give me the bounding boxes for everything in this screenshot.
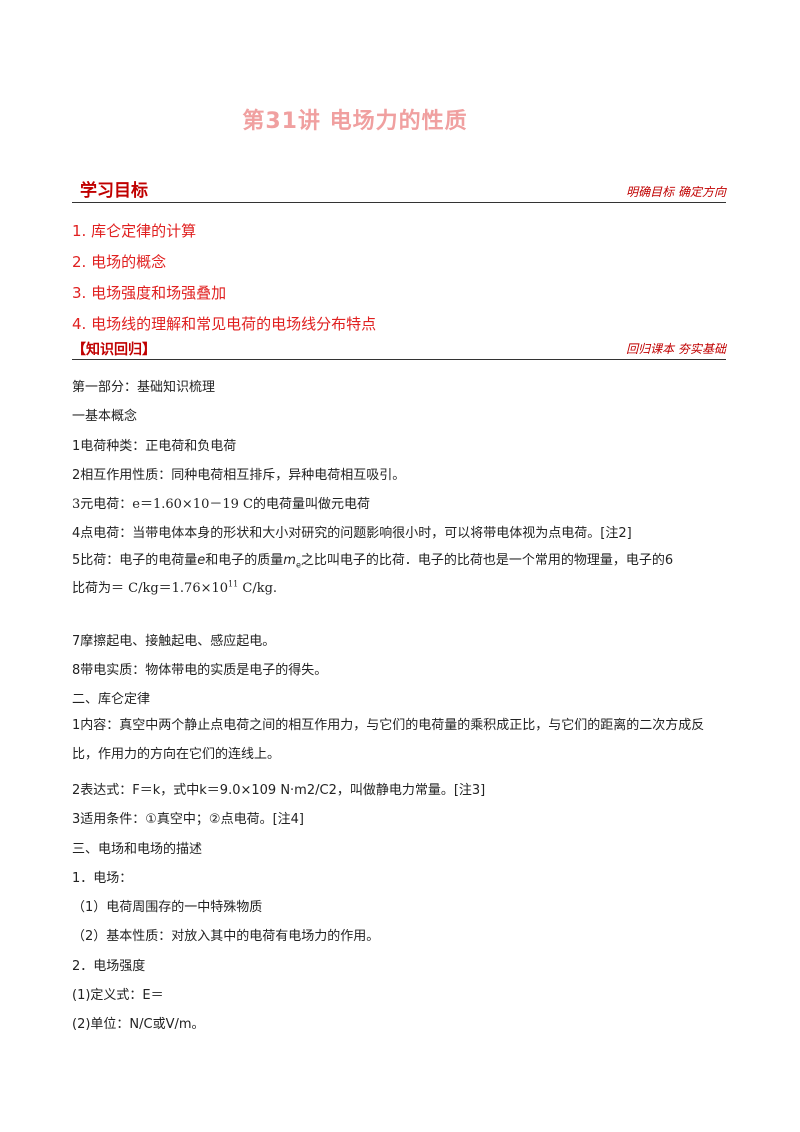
concept-line-7: 7摩擦起电、接触起电、感应起电。 <box>72 634 276 649</box>
goal-item-3: 3. 电场强度和场强叠加 <box>72 284 227 302</box>
coulomb-heading: 二、库仑定律 <box>72 692 151 707</box>
goals-heading: 学习目标 <box>80 181 148 201</box>
line5-part-d: 比荷为＝ C/kg＝1.76×10 <box>72 581 229 596</box>
goal-item-2: 2. 电场的概念 <box>72 253 167 271</box>
concept-line-4: 4点电荷：当带电体本身的形状和大小对研究的问题影响很小时，可以将带电体视为点电荷… <box>72 526 632 541</box>
line5-part-e: C/kg. <box>238 581 278 596</box>
basic-concepts-heading: 一基本概念 <box>72 409 138 424</box>
field-line-2b: (2)单位：N/C或V/m。 <box>72 1017 205 1032</box>
field-heading: 三、电场和电场的描述 <box>72 842 203 857</box>
recall-heading: 【知识回归】 <box>72 342 156 358</box>
goal-item-1: 1. 库仑定律的计算 <box>72 222 197 240</box>
electron-charge-symbol: e <box>197 553 206 568</box>
concept-line-8: 8带电实质：物体带电的实质是电子的得失。 <box>72 663 328 678</box>
page-title: 第31讲 电场力的性质 <box>242 109 468 134</box>
field-line-1: 1．电场： <box>72 871 133 886</box>
recall-tag: 回归课本 夯实基础 <box>626 342 726 356</box>
goal-item-4: 4. 电场线的理解和常见电荷的电场线分布特点 <box>72 315 377 333</box>
electron-mass-sub: e <box>295 560 301 570</box>
part-one-heading: 第一部分：基础知识梳理 <box>72 380 216 395</box>
line5-part-a: 5比荷：电子的电荷量 <box>72 553 198 568</box>
field-line-1b: （2）基本性质：对放入其中的电荷有电场力的作用。 <box>72 929 380 944</box>
line5-part-c: 之比叫电子的比荷．电子的比荷也是一个常用的物理量，电子的6 <box>300 553 674 568</box>
line5-exponent: 11 <box>228 579 239 589</box>
concept-line-1: 1电荷种类：正电荷和负电荷 <box>72 439 237 454</box>
electron-mass-symbol: m <box>283 553 296 568</box>
concept-line-5: 5比荷：电子的电荷量e和电子的质量me之比叫电子的比荷．电子的比荷也是一个常用的… <box>72 549 727 570</box>
coulomb-line-1: 1内容：真空中两个静止点电荷之间的相互作用力，与它们的电荷量的乘积成正比，与它们… <box>72 718 705 762</box>
concept-line-3: 3元电荷：e＝1.60×10－19 C的电荷量叫做元电荷 <box>72 497 370 512</box>
line5-part-b: 和电子的质量 <box>205 553 284 568</box>
goals-tag: 明确目标 确定方向 <box>626 185 726 199</box>
goals-section-header: 学习目标 明确目标 确定方向 <box>72 176 726 203</box>
coulomb-line-2: 2表达式：F＝k，式中k＝9.0×109 N·m2/C2，叫做静电力常量。[注3… <box>72 783 486 798</box>
concept-line-5-cont: 比荷为＝ C/kg＝1.76×1011 C/kg. <box>72 577 727 596</box>
field-line-2a: (1)定义式：E＝ <box>72 988 164 1003</box>
field-line-2: 2．电场强度 <box>72 959 146 974</box>
recall-section-header: 【知识回归】 回归课本 夯实基础 <box>72 335 726 360</box>
coulomb-line-3: 3适用条件：①真空中；②点电荷。[注4] <box>72 812 304 827</box>
concept-line-2: 2相互作用性质：同种电荷相互排斥，异种电荷相互吸引。 <box>72 468 406 483</box>
field-line-1a: （1）电荷周围存的一中特殊物质 <box>72 900 263 915</box>
